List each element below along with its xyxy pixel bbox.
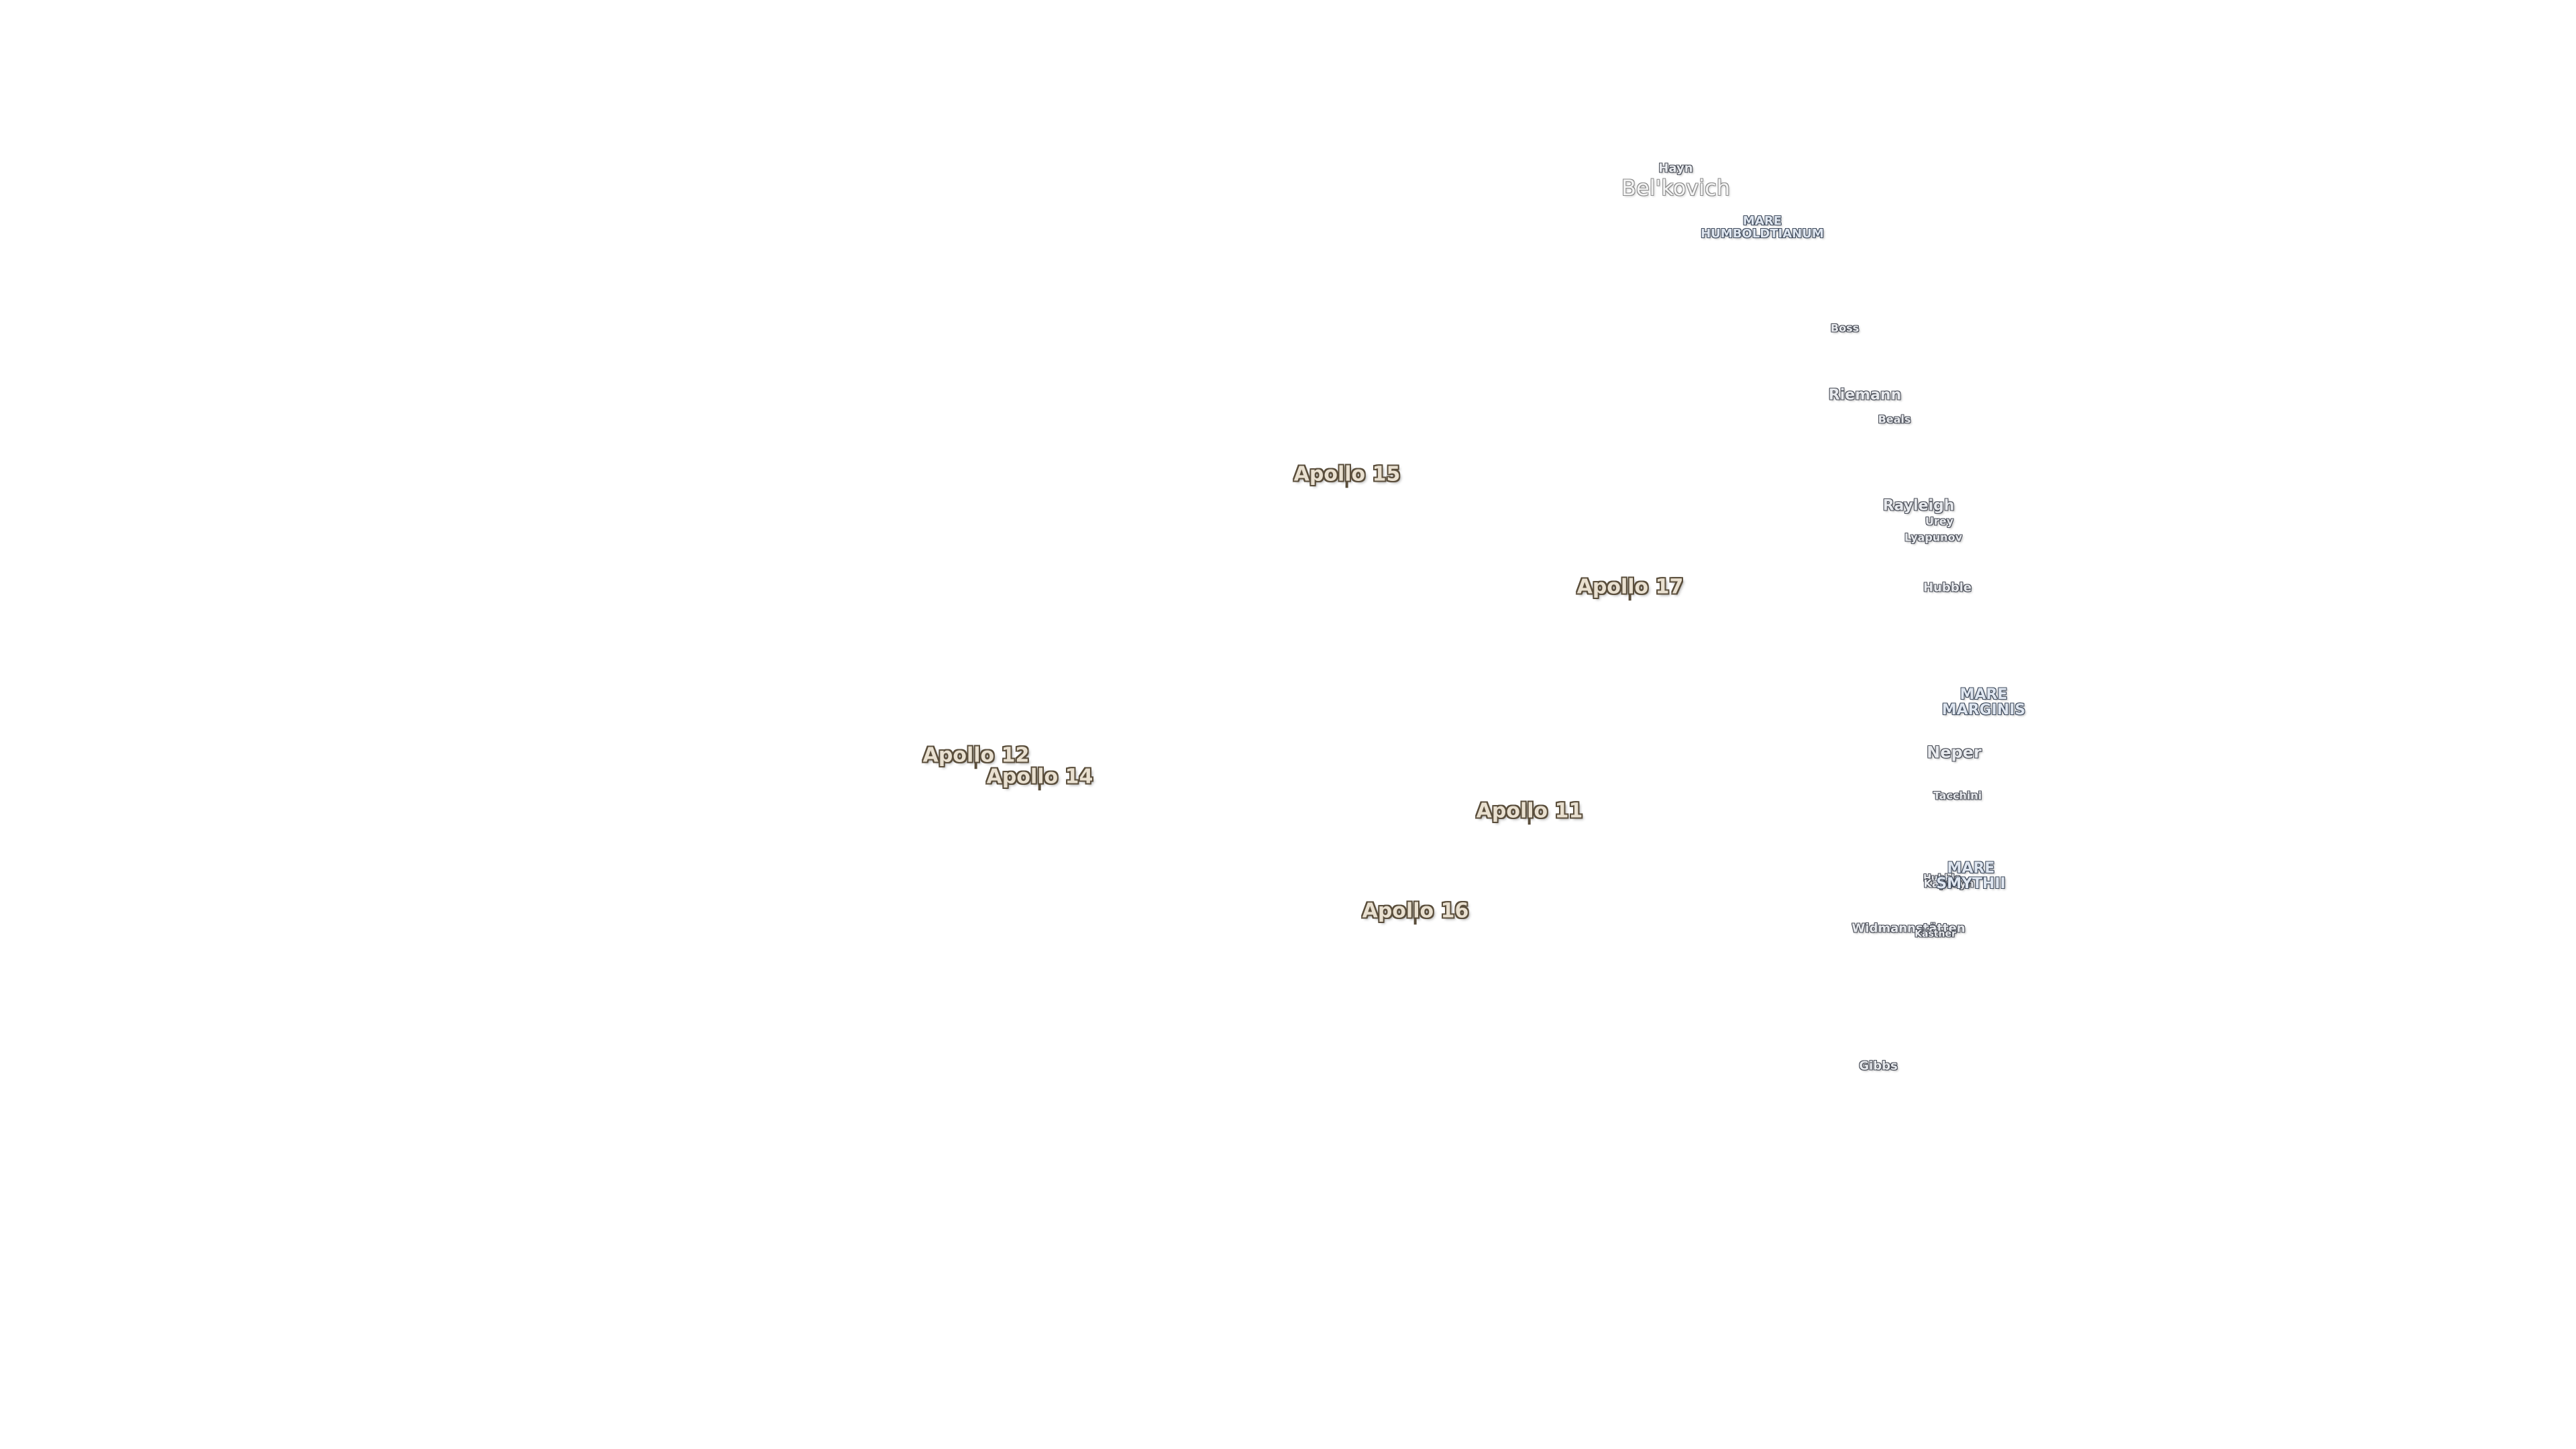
crater-hayn-label[interactable]: Hayn	[1658, 161, 1693, 176]
crater-widmannstatten-label[interactable]: Widmannstätten	[1851, 921, 1966, 936]
apollo-15-label[interactable]: Apollo 15	[1293, 462, 1401, 488]
mare-marginis-label[interactable]: MARE MARGINIS	[1942, 687, 2026, 718]
mare-smythii-line-1: MARE	[1947, 859, 1995, 877]
crater-neper-label[interactable]: Neper	[1927, 743, 1982, 762]
apollo-11-label[interactable]: Apollo 11	[1476, 799, 1583, 824]
crater-urey-label[interactable]: Urey	[1925, 515, 1954, 528]
apollo-17-label[interactable]: Apollo 17	[1576, 575, 1684, 600]
crater-riemann-label[interactable]: Riemann	[1828, 386, 1902, 404]
apollo-14-label[interactable]: Apollo 14	[986, 765, 1093, 790]
mare-smythii-line-2: SMYTHII	[1936, 875, 2006, 892]
crater-overlap-2-label[interactable]: Kapteyn	[1923, 877, 1974, 890]
crater-beals-label[interactable]: Beals	[1878, 413, 1911, 426]
crater-rayleigh-label[interactable]: Rayleigh	[1882, 497, 1955, 515]
crater-hubble-label[interactable]: Hubble	[1923, 580, 1972, 595]
crater-boss-label[interactable]: Boss	[1830, 321, 1860, 335]
crater-lyapunov-label[interactable]: Lyapunov	[1904, 531, 1962, 544]
mare-humboldtianum-line-2: HUMBOLDTIANUM	[1701, 227, 1824, 241]
crater-kastner-label[interactable]: Kästner	[1915, 928, 1956, 940]
crater-overlap-1-label[interactable]: Hubble	[1923, 873, 1962, 884]
mare-humboldtianum-line-1: MARE	[1743, 214, 1782, 229]
apollo-12-label[interactable]: Apollo 12	[922, 743, 1030, 769]
mare-marginis-line-1: MARE	[1960, 686, 2008, 703]
mare-marginis-line-2: MARGINIS	[1941, 702, 2026, 718]
crater-belkovich-label[interactable]: Bel'kovich	[1621, 175, 1730, 201]
apollo-16-label[interactable]: Apollo 16	[1362, 899, 1469, 924]
mare-humboldtianum-label[interactable]: MARE HUMBOLDTIANUM	[1701, 215, 1824, 241]
crater-tacchini-label[interactable]: Tacchini	[1933, 789, 1982, 802]
mare-smythii-label[interactable]: MARE SMYTHII	[1936, 861, 2005, 892]
crater-gibbs-label[interactable]: Gibbs	[1859, 1059, 1898, 1073]
